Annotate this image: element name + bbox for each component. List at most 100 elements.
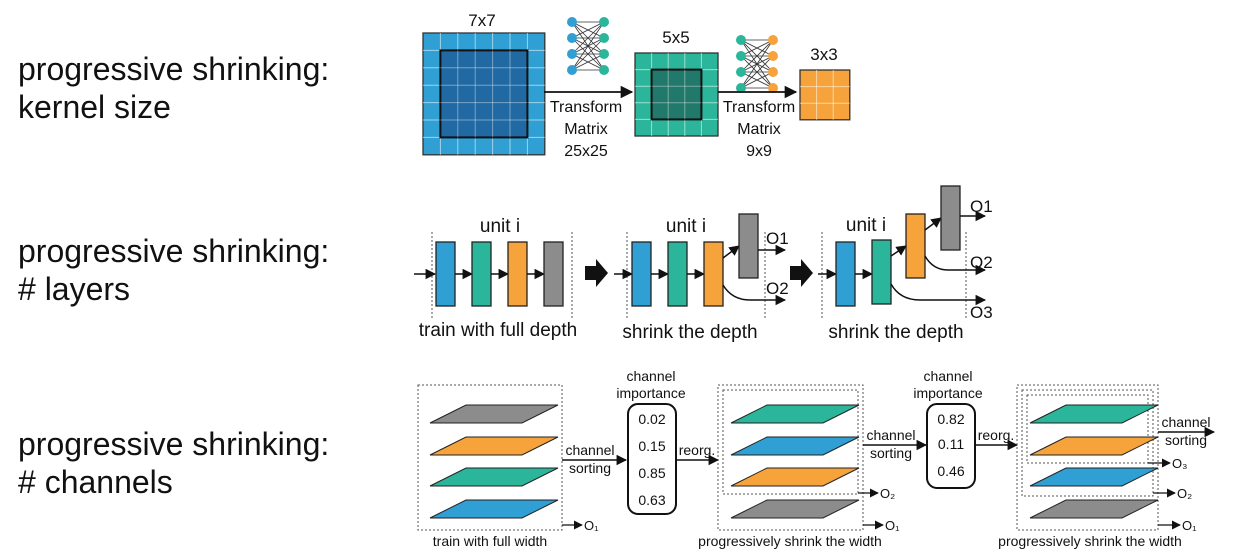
- channels-section: O₁ train with full width channel sorting…: [417, 368, 1216, 549]
- importance-title: importance: [616, 385, 685, 401]
- importance-value: 0.11: [938, 436, 964, 452]
- output-o1-label: O₁: [584, 518, 599, 533]
- channel-plane: [1029, 467, 1159, 487]
- channel-panel-outline: [417, 384, 563, 531]
- layer-block-orange: [507, 241, 528, 307]
- transform-2-line-1: Transform: [723, 99, 795, 116]
- channel-plane: [730, 467, 860, 487]
- network-node: [736, 67, 746, 77]
- channel-sorting-label: channel: [866, 427, 915, 443]
- network-node: [567, 33, 577, 43]
- importance-title: channel: [626, 368, 675, 384]
- kernel-3x3-label: 3x3: [810, 45, 837, 64]
- layer-block-green: [871, 239, 892, 305]
- network-node: [736, 83, 746, 93]
- reorg-label: reorg.: [978, 427, 1015, 443]
- channel-sorting-label: channel: [1161, 414, 1210, 430]
- channel-stack: [1029, 404, 1159, 519]
- caption-shrink-width: progressively shrink the width: [698, 533, 882, 549]
- transform-2-line-2: Matrix: [737, 121, 781, 138]
- big-arrow-icon: [585, 259, 608, 287]
- kernel-7x7-grid: [422, 32, 546, 156]
- output-o3-label: O3: [970, 303, 993, 322]
- network-edge: [571, 21, 605, 71]
- caption-shrink-width: progressively shrink the width: [998, 533, 1182, 549]
- row-label-line: kernel size: [18, 89, 171, 125]
- kernel-3x3-grid: [799, 69, 851, 121]
- network-node: [599, 49, 609, 59]
- transform-1-line-3: 25x25: [564, 143, 608, 160]
- kernel-5x5-grid: [634, 52, 719, 137]
- channel-plane: [429, 436, 559, 456]
- kernel-section: 7x7 5x5 3x3 Transform Matrix 25x25 Trans…: [422, 11, 851, 160]
- output-o2-label: O2: [766, 279, 789, 298]
- importance-box: [627, 403, 677, 515]
- layer-block-gray: [940, 185, 961, 251]
- channel-plane: [730, 499, 860, 519]
- network-node: [567, 65, 577, 75]
- network-node: [736, 51, 746, 61]
- kernel-5x5-label: 5x5: [662, 28, 689, 47]
- channel-plane: [730, 404, 860, 424]
- layer-block-orange: [703, 241, 724, 307]
- transform-1-line-2: Matrix: [564, 121, 608, 138]
- output-o1-label: O₁: [885, 518, 900, 533]
- caption-full-width: train with full width: [433, 533, 547, 549]
- layer-block-green: [667, 241, 688, 307]
- output-o2-label: O₂: [1177, 486, 1192, 501]
- network-node: [599, 65, 609, 75]
- network-edge: [740, 39, 774, 57]
- channel-plane: [429, 499, 559, 519]
- output-o3-label: O₃: [1172, 456, 1187, 471]
- network-edge: [740, 71, 774, 89]
- channel-plane: [429, 404, 559, 424]
- channel-panel-outline: [1026, 394, 1149, 464]
- network-node: [599, 17, 609, 27]
- layer-block-gray: [543, 241, 564, 307]
- flow-arrow: [924, 255, 987, 276]
- importance-value: 0.02: [638, 411, 665, 427]
- flow-arrow: [924, 217, 942, 231]
- kernel-7x7-label: 7x7: [468, 11, 495, 30]
- unit-label: unit i: [666, 216, 706, 237]
- channel-sorting-label: channel: [565, 442, 614, 458]
- network-node: [768, 83, 778, 93]
- channel-sorting-label: sorting: [870, 445, 912, 461]
- network-node: [768, 67, 778, 77]
- layer-block-green: [471, 241, 492, 307]
- network-edge: [740, 39, 774, 73]
- reorg-label: reorg.: [679, 442, 716, 458]
- kernel-outline: [799, 69, 851, 121]
- network-edge: [571, 21, 605, 39]
- row-label-line: progressive shrinking:: [18, 426, 330, 462]
- kernel-inner-square: [650, 68, 703, 121]
- output-o2-label: O₂: [880, 486, 895, 501]
- network-node: [567, 49, 577, 59]
- network-node: [736, 35, 746, 45]
- channel-stack: [730, 404, 860, 519]
- layers-section: unit i train with full depth O1 O2 unit …: [414, 185, 993, 343]
- row-label-line: progressive shrinking:: [18, 51, 330, 87]
- channel-plane: [1029, 404, 1159, 424]
- unit-label: unit i: [846, 215, 886, 236]
- importance-value: 0.63: [638, 492, 665, 508]
- layer-block-blue: [835, 241, 856, 307]
- network-node: [599, 33, 609, 43]
- channel-plane: [1029, 436, 1159, 456]
- network-node: [768, 35, 778, 45]
- channel-plane: [429, 467, 559, 487]
- row-label-line: # layers: [18, 271, 131, 307]
- layer-block-gray: [738, 213, 759, 279]
- output-o1-label: O1: [970, 197, 993, 216]
- transform-1-line-1: Transform: [550, 99, 622, 116]
- channel-sorting-label: sorting: [1165, 432, 1207, 448]
- transform-network-icon: [736, 35, 778, 93]
- channel-panel-outline: [1021, 389, 1154, 497]
- importance-value: 0.85: [638, 465, 665, 481]
- channel-panel-outline: [722, 389, 859, 495]
- network-node: [768, 51, 778, 61]
- channel-panel-outline: [1016, 384, 1159, 531]
- caption-shrink-depth: shrink the depth: [828, 322, 963, 343]
